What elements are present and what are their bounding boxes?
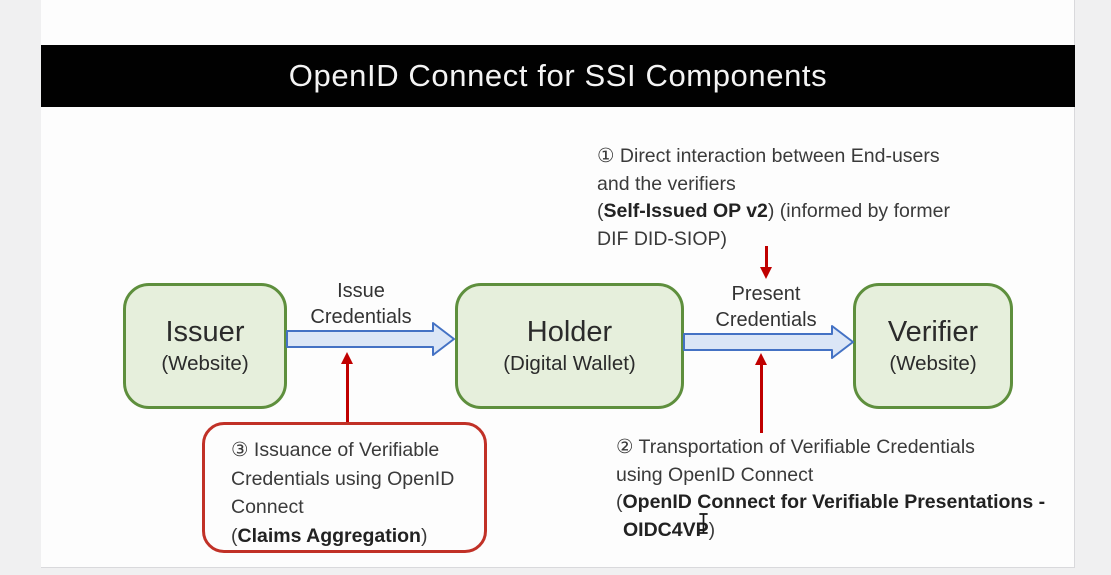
present-flow-arrow-icon	[683, 325, 854, 359]
note-issuance-box: ③ Issuance of Verifiable Credentials usi…	[202, 422, 487, 553]
verifier-name: Verifier	[887, 316, 979, 348]
note-line: (Self-Issued OP v2) (informed by former	[597, 200, 950, 222]
slide-title-bar: OpenID Connect for SSI Components	[41, 45, 1075, 107]
red-arrow-up-icon	[341, 352, 354, 423]
holder-name: Holder	[526, 316, 613, 348]
note-line: ① Direct interaction between End-users	[597, 145, 940, 167]
note-line: DIF DID-SIOP)	[597, 227, 727, 250]
note-line: Connect	[231, 496, 304, 518]
note-line: ② Transportation of Verifiable Credentia…	[616, 436, 975, 458]
note-line: ③ Issuance of Verifiable	[231, 439, 440, 461]
issuer-name: Issuer	[165, 316, 245, 348]
note-line: using OpenID Connect	[616, 463, 814, 486]
note-line: Credentials using OpenID	[231, 467, 455, 490]
note-line: (OpenID Connect for Verifiable Presentat…	[616, 491, 1046, 513]
verifier-box: Verifier (Website)	[853, 283, 1013, 409]
verifier-subtitle: (Website)	[889, 352, 977, 375]
red-arrow-down-icon	[760, 246, 773, 279]
note-line: OIDC4VP)	[623, 518, 716, 541]
slide-title: OpenID Connect for SSI Components	[288, 58, 828, 93]
issue-flow-arrow-icon	[286, 322, 455, 356]
holder-box: Holder (Digital Wallet)	[455, 283, 684, 409]
note-line: and the verifiers	[597, 172, 736, 195]
red-arrow-up-icon	[755, 353, 768, 433]
note-direct-interaction: ① Direct interaction between End-users a…	[597, 143, 950, 253]
holder-subtitle: (Digital Wallet)	[503, 352, 636, 375]
note-transportation: ② Transportation of Verifiable Credentia…	[616, 434, 1045, 544]
note-line: (Claims Aggregation)	[231, 524, 428, 547]
issuer-subtitle: (Website)	[161, 352, 249, 375]
issue-credentials-label: Issue Credentials	[310, 280, 412, 328]
text-cursor-icon	[699, 513, 708, 534]
issuer-box: Issuer (Website)	[123, 283, 287, 409]
present-credentials-label: Present Credentials	[715, 283, 817, 331]
